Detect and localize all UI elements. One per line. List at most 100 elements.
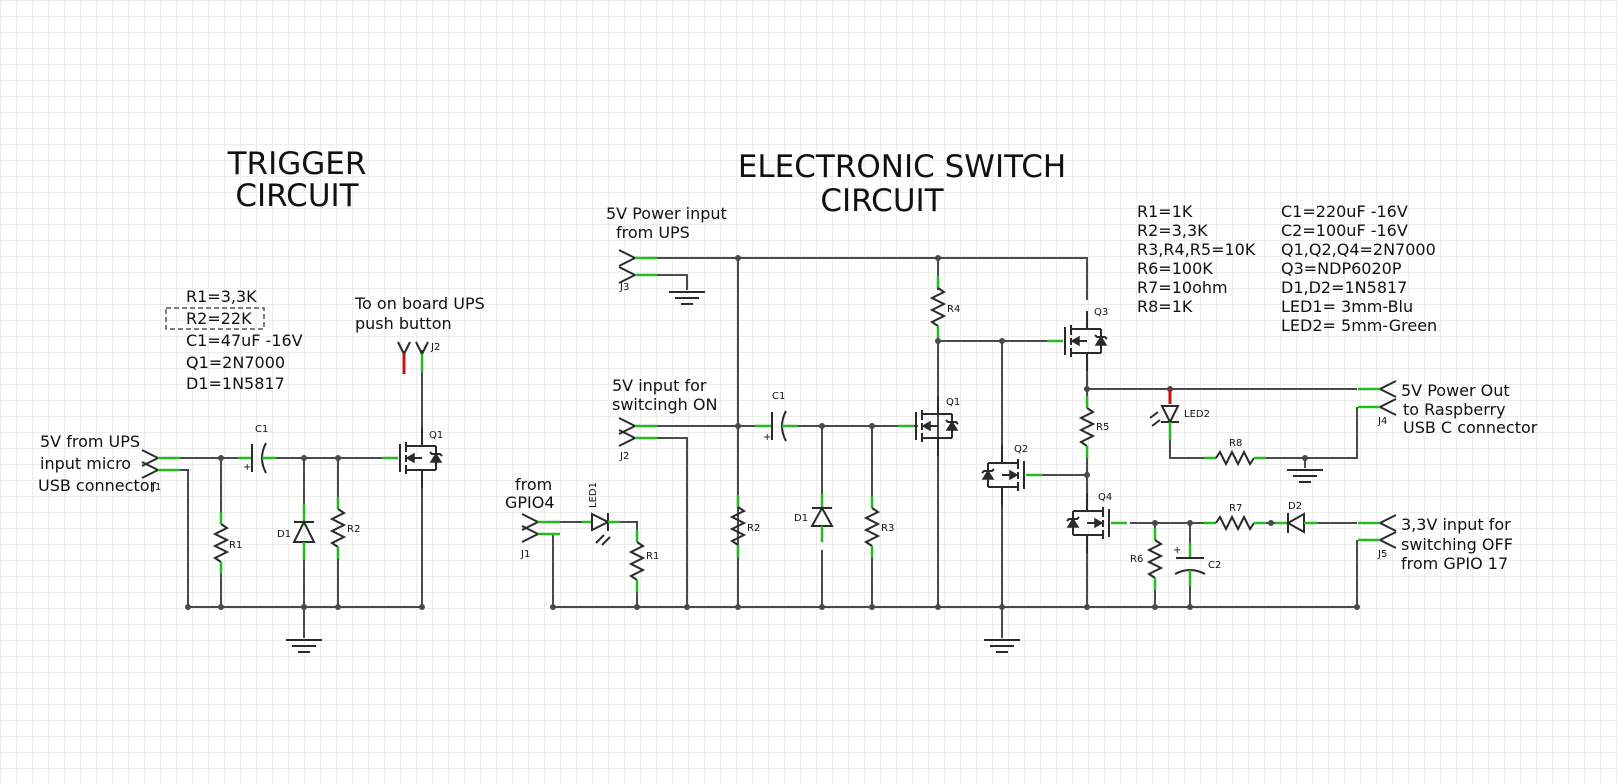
switch-j2-connector: J2 bbox=[617, 416, 659, 462]
trigger-part: C1=47uF -16V bbox=[186, 331, 303, 350]
note-line: from UPS bbox=[616, 223, 690, 242]
switch-d1-diode: D1 bbox=[794, 494, 834, 542]
switch-part: Q3=NDP6020P bbox=[1281, 259, 1402, 278]
switch-part: D1,D2=1N5817 bbox=[1281, 278, 1407, 297]
part-ref: R2 bbox=[747, 523, 760, 534]
note-line: 5V input for bbox=[612, 376, 707, 395]
switch-c1-capacitor: + C1 bbox=[755, 391, 798, 443]
note-line: USB connector bbox=[38, 476, 157, 495]
switch-circuit: J3 J2 J1 LED1 R1 bbox=[520, 248, 1398, 653]
switch-q3-mosfet: Q3 bbox=[1045, 307, 1109, 373]
note-line: USB C connector bbox=[1403, 418, 1538, 437]
svg-text:+: + bbox=[243, 462, 251, 473]
part-ref: J1 bbox=[151, 482, 161, 493]
switch-part: R3,R4,R5=10K bbox=[1137, 240, 1256, 259]
part-ref: J5 bbox=[1377, 549, 1387, 560]
part-ref: D1 bbox=[277, 529, 291, 540]
note-line: from bbox=[515, 475, 552, 494]
trigger-input-note: 5V from UPS input micro USB connector bbox=[38, 432, 157, 495]
switch-parts-list-2: C1=220uF -16V C2=100uF -16V Q1,Q2,Q4=2N7… bbox=[1281, 202, 1437, 335]
trigger-part: R2=22K bbox=[186, 309, 252, 328]
note-line: from GPIO 17 bbox=[1401, 554, 1508, 573]
switch-j1-connector: J1 bbox=[520, 512, 562, 560]
switch-r5-resistor: R5 bbox=[1079, 394, 1109, 460]
part-ref: Q3 bbox=[1094, 307, 1108, 318]
switch-part: R6=100K bbox=[1137, 259, 1213, 278]
note-line: to Raspberry bbox=[1403, 400, 1506, 419]
switch-part: C1=220uF -16V bbox=[1281, 202, 1408, 221]
trigger-part: R1=3,3K bbox=[186, 287, 257, 306]
part-ref: R6 bbox=[1130, 554, 1143, 565]
part-ref: LED1 bbox=[588, 482, 599, 508]
switch-q4-mosfet: Q4 bbox=[1065, 491, 1129, 555]
part-ref: J2 bbox=[619, 451, 629, 462]
part-ref: J3 bbox=[619, 282, 629, 293]
part-ref: Q1 bbox=[946, 397, 960, 408]
switch-r2-resistor: R2 bbox=[730, 493, 760, 559]
note-line: 3,3V input for bbox=[1401, 515, 1511, 534]
part-ref: J4 bbox=[1377, 416, 1387, 427]
note-line: To on board UPS bbox=[354, 294, 485, 313]
note-line: 5V Power Out bbox=[1401, 381, 1510, 400]
part-ref: J1 bbox=[520, 549, 530, 560]
part-ref: LED2 bbox=[1184, 409, 1210, 420]
svg-text:+: + bbox=[1173, 545, 1181, 556]
part-ref: C1 bbox=[772, 391, 785, 402]
part-ref: R7 bbox=[1229, 503, 1242, 514]
trigger-c1-capacitor: + C1 bbox=[238, 424, 276, 474]
switch-ground-2 bbox=[1286, 469, 1324, 483]
part-ref: D1 bbox=[794, 513, 808, 524]
switch-part: LED1= 3mm-Blu bbox=[1281, 297, 1413, 316]
switch-led2: LED2 bbox=[1149, 389, 1210, 440]
trigger-r2-resistor: R2 bbox=[330, 495, 360, 561]
switch-r6-resistor: R6 bbox=[1130, 526, 1163, 592]
switch-title-line2: CIRCUIT bbox=[820, 183, 944, 219]
part-ref: R5 bbox=[1096, 422, 1109, 433]
part-ref: Q2 bbox=[1014, 444, 1028, 455]
part-ref: J2 bbox=[430, 342, 440, 353]
part-ref: C1 bbox=[255, 424, 268, 435]
trigger-circuit: J1 + C1 R1 D1 R2 bbox=[140, 341, 444, 653]
trigger-ground bbox=[285, 639, 323, 653]
trigger-part: D1=1N5817 bbox=[186, 374, 285, 393]
switch-part: R8=1K bbox=[1137, 297, 1193, 316]
switch-j4-connector: J4 bbox=[1356, 379, 1398, 427]
part-ref: C2 bbox=[1208, 560, 1221, 571]
gpio4-note: from GPIO4 bbox=[505, 475, 555, 512]
switch-part: LED2= 5mm-Green bbox=[1281, 316, 1437, 335]
switch-part: R2=3,3K bbox=[1137, 221, 1208, 240]
trigger-d1-diode: D1 bbox=[277, 504, 316, 560]
part-ref: Q1 bbox=[429, 430, 443, 441]
switch-r4-resistor: R4 bbox=[930, 274, 960, 340]
switch-j5-connector: J5 bbox=[1356, 513, 1398, 560]
note-line: switcingh ON bbox=[612, 395, 717, 414]
trigger-r1-resistor: R1 bbox=[213, 510, 242, 576]
switch-part: R7=10ohm bbox=[1137, 278, 1228, 297]
part-ref: R1 bbox=[229, 540, 242, 551]
trigger-j2-connector: J2 bbox=[397, 341, 440, 374]
switch-q2-mosfet: Q2 bbox=[980, 443, 1044, 507]
note-line: GPIO4 bbox=[505, 493, 555, 512]
switch-j3-connector: J3 bbox=[617, 248, 659, 293]
part-ref: D2 bbox=[1288, 501, 1302, 512]
trigger-j1-connector: J1 bbox=[140, 448, 182, 493]
note-line: input micro bbox=[40, 454, 131, 473]
note-line: 5V from UPS bbox=[40, 432, 140, 451]
switch-on-note: 5V input for switcingh ON bbox=[612, 376, 717, 414]
note-line: push button bbox=[355, 314, 452, 333]
switch-c2-capacitor: + C2 bbox=[1173, 543, 1221, 586]
part-ref: R8 bbox=[1229, 438, 1242, 449]
switch-r1-resistor: R1 bbox=[629, 528, 659, 594]
trigger-title-line1: TRIGGER bbox=[227, 146, 367, 182]
part-ref: R3 bbox=[881, 523, 894, 534]
switch-r8-resistor: R8 bbox=[1202, 438, 1268, 466]
part-ref: R4 bbox=[947, 304, 960, 315]
part-ref: Q4 bbox=[1098, 492, 1112, 503]
switch-parts-list-1: R1=1K R2=3,3K R3,R4,R5=10K R6=100K R7=10… bbox=[1137, 202, 1256, 316]
switch-part: C2=100uF -16V bbox=[1281, 221, 1408, 240]
switch-part: Q1,Q2,Q4=2N7000 bbox=[1281, 240, 1436, 259]
switch-title-line1: ELECTRONIC SWITCH bbox=[738, 149, 1066, 185]
svg-text:+: + bbox=[763, 432, 771, 443]
trigger-part: Q1=2N7000 bbox=[186, 353, 285, 372]
